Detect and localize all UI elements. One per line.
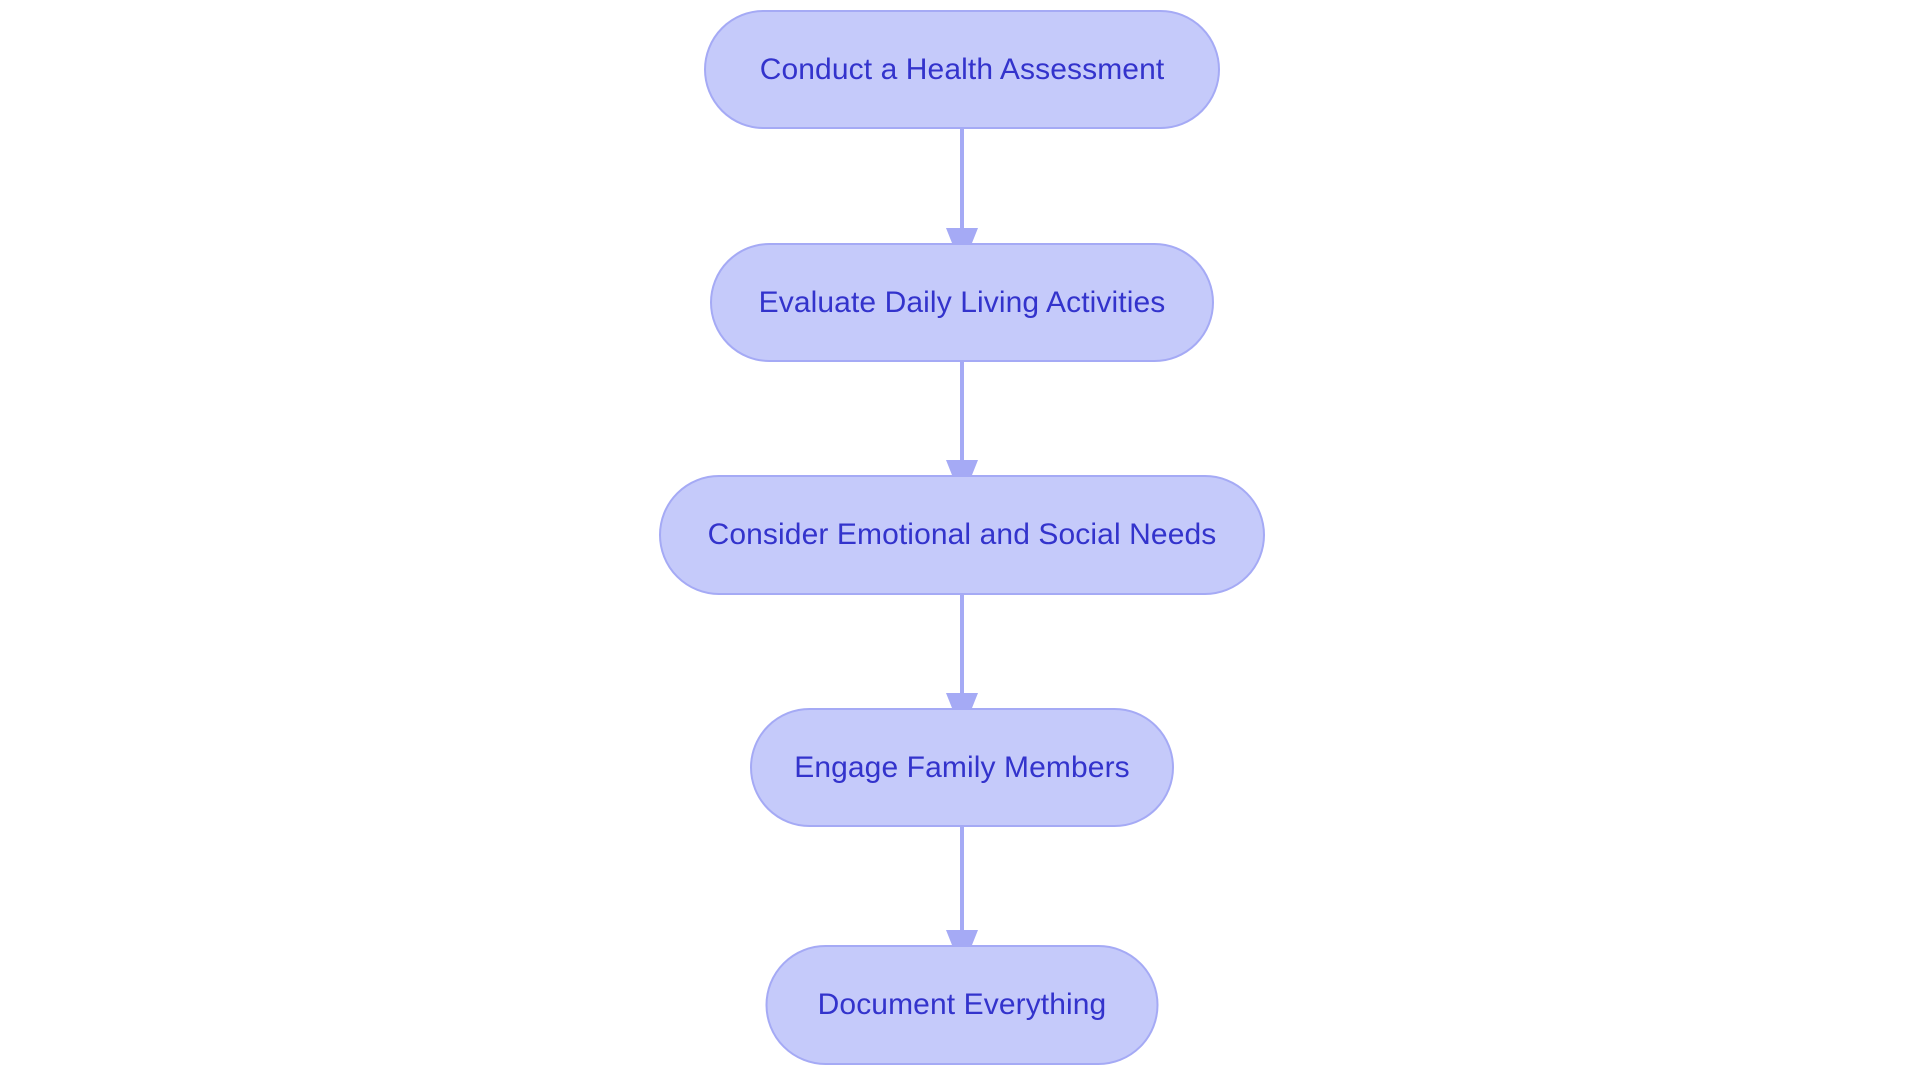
flow-node-conduct-a-health-assessment[interactable]: Conduct a Health Assessment bbox=[704, 10, 1220, 129]
flow-node-engage-family-members[interactable]: Engage Family Members bbox=[750, 708, 1174, 827]
flow-node-label: Consider Emotional and Social Needs bbox=[707, 518, 1217, 551]
flow-node-label: Engage Family Members bbox=[794, 750, 1130, 784]
flow-node-consider-emotional-and-social-needs[interactable]: Consider Emotional and Social Needs bbox=[659, 475, 1265, 595]
flow-node-document-everything[interactable]: Document Everything bbox=[765, 945, 1159, 1065]
flow-node-label: Conduct a Health Assessment bbox=[759, 52, 1165, 86]
flow-node-label: Document Everything bbox=[817, 988, 1107, 1021]
flow-node-evaluate-daily-living-activities[interactable]: Evaluate Daily Living Activities bbox=[710, 243, 1214, 362]
flow-node-label: Evaluate Daily Living Activities bbox=[758, 285, 1166, 319]
